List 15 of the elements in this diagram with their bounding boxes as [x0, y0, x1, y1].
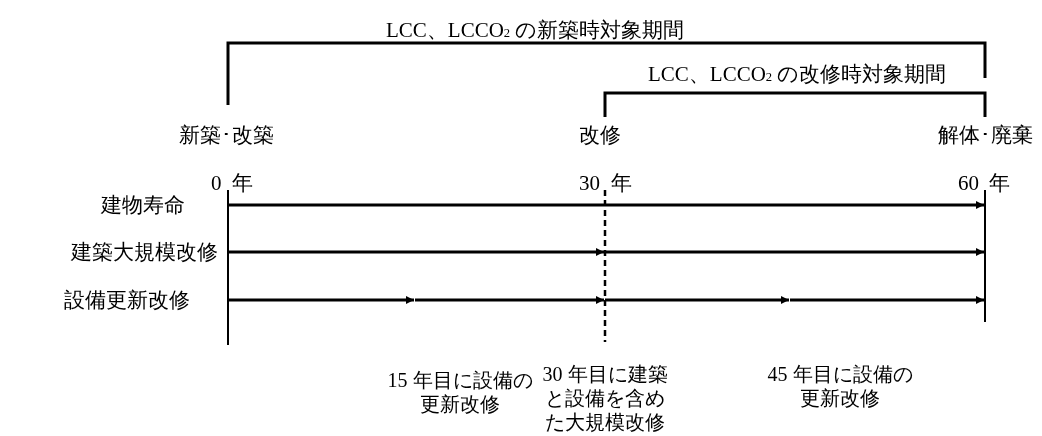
milestone-label: 改修 [579, 123, 621, 147]
year-label: 0 [211, 171, 222, 195]
year-label: 30 [579, 171, 600, 195]
year-label: 年 [989, 171, 1010, 195]
row-label: 建築大規模改修 [71, 240, 218, 264]
annotation: 15 年目に設備の更新改修 [386, 368, 534, 416]
annotation: 30 年目に建築と設備を含めた大規模改修 [541, 362, 669, 434]
annotation: 45 年目に設備の更新改修 [766, 362, 914, 410]
year-label: 年 [232, 171, 253, 195]
year-label: 60 [958, 171, 979, 195]
row-label: 建物寿命 [101, 193, 185, 217]
row-label: 設備更新改修 [64, 288, 190, 312]
milestone-label: 解体･廃棄 [937, 123, 1033, 147]
year-label: 年 [611, 171, 632, 195]
milestone-label: 新築･改築 [178, 123, 274, 147]
